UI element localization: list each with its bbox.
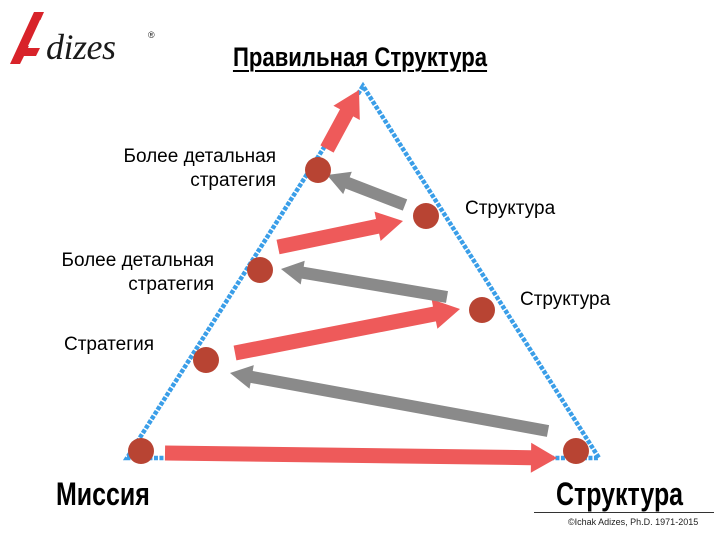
node-structure-bottom: [563, 438, 589, 464]
label-detailed-strategy-mid: Более детальная стратегия: [10, 249, 214, 297]
label-detailed-strategy-top-line2: стратегия: [190, 170, 276, 191]
node-structure-mid: [469, 297, 495, 323]
label-detailed-strategy-mid-line1: Более детальная: [61, 250, 214, 271]
arrow-structure-to-strategy: [230, 365, 550, 437]
logo-registered-mark: ®: [148, 30, 155, 40]
label-mission: Миссия: [56, 476, 150, 512]
label-structure-top: Структура: [465, 198, 556, 219]
logo-text: dizes: [46, 27, 116, 67]
arrow-detailed-mid-to-structure: [276, 211, 403, 255]
label-structure-mid: Структура: [520, 289, 611, 310]
node-detailed-strategy-mid: [247, 257, 273, 283]
label-detailed-strategy-top-line1: Более детальная: [123, 146, 276, 167]
label-detailed-strategy-mid-line2: стратегия: [128, 274, 214, 295]
node-detailed-strategy-top: [305, 157, 331, 183]
copyright-text: ©Ichak Adizes, Ph.D. 1971-2015: [568, 517, 699, 527]
adizes-logo: dizes ®: [6, 6, 155, 73]
node-strategy: [193, 347, 219, 373]
arrows-group: [164, 90, 557, 473]
label-detailed-strategy-top: Более детальная стратегия: [70, 145, 276, 193]
label-strategy: Стратегия: [64, 334, 155, 355]
nodes-group: [128, 157, 589, 464]
arrow-strategy-to-structure: [233, 299, 460, 361]
label-structure-bottom: Структура: [556, 476, 684, 512]
arrow-structure-to-detailed-top: [327, 171, 408, 211]
copyright-divider: [534, 512, 714, 513]
node-structure-top: [413, 203, 439, 229]
arrow-mission-to-structure: [164, 442, 557, 473]
arrow-structure-to-detailed-mid: [281, 260, 448, 303]
arrow-detailed-top-to-apex: [320, 90, 360, 153]
page-title: Правильная Структура: [232, 42, 488, 72]
node-mission: [128, 438, 154, 464]
logo-a-mark: [10, 12, 44, 64]
